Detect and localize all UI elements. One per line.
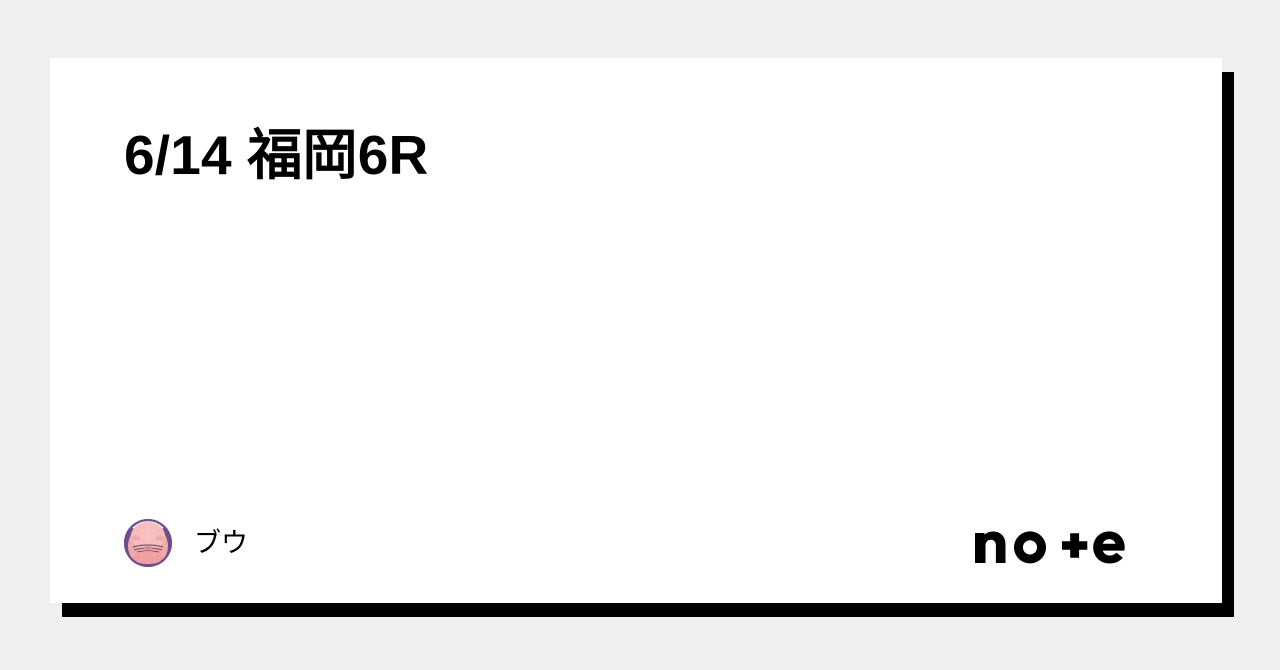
card-surface: 6/14 福岡6R — [50, 58, 1222, 603]
author-name: ブウ — [194, 527, 248, 558]
avatar — [124, 519, 172, 567]
article-share-card: 6/14 福岡6R — [50, 58, 1234, 617]
card-footer: ブウ — [50, 483, 1222, 603]
author-block: ブウ — [124, 519, 248, 567]
page-title: 6/14 福岡6R — [124, 124, 429, 186]
note-logo — [975, 522, 1140, 564]
avatar-buu-face-icon — [124, 519, 172, 567]
note-logo-icon — [975, 531, 1125, 564]
